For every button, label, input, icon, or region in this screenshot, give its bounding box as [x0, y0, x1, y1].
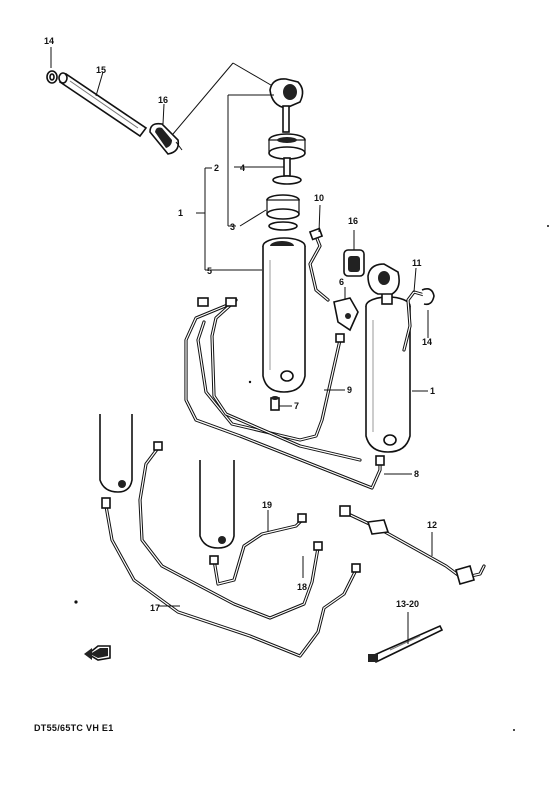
speck	[547, 225, 549, 227]
speck	[74, 600, 78, 604]
leader-15	[95, 71, 104, 97]
part-12-hose	[339, 505, 486, 585]
part-5-cylinder-body	[262, 237, 306, 393]
callout-5: 5	[207, 266, 212, 276]
callout-18: 18	[297, 582, 307, 592]
direction-arrow-icon	[84, 645, 111, 661]
callout-14b: 14	[422, 337, 432, 347]
part-11-pipe-clip	[402, 288, 435, 352]
callout-4: 4	[240, 163, 245, 173]
callout-7: 7	[294, 401, 299, 411]
part-10-pipe	[308, 227, 330, 302]
part-19-pipe	[209, 513, 307, 586]
callout-12: 12	[427, 520, 437, 530]
callout-11: 11	[412, 258, 422, 268]
leader-11	[413, 267, 417, 293]
lower-cylinder-left	[99, 414, 133, 493]
callout-1a: 1	[178, 208, 183, 218]
part-17-pipe	[101, 441, 361, 658]
lower-cylinder-middle	[199, 460, 235, 549]
callout-8: 8	[414, 469, 419, 479]
callout-6: 6	[339, 277, 344, 287]
part-16-bushing-right	[343, 249, 365, 277]
callout-15: 15	[96, 65, 106, 75]
assembly-bracket	[196, 94, 284, 271]
speck	[248, 380, 252, 384]
callout-17: 17	[150, 603, 160, 613]
callout-1b: 1	[430, 386, 435, 396]
leader-10	[318, 204, 321, 233]
callout-16b: 16	[348, 216, 358, 226]
explode-line-b	[232, 62, 277, 89]
callout-9: 9	[347, 385, 352, 395]
part-6-joint	[333, 297, 359, 332]
callout-13-20: 13-20	[396, 599, 419, 609]
diagram-caption: DT55/65TC VH E1	[34, 723, 114, 733]
part-3-piston	[266, 194, 300, 231]
leader-16a	[162, 103, 165, 125]
callout-16a: 16	[158, 95, 168, 105]
callout-14a: 14	[44, 36, 54, 46]
part-8-pipe	[184, 297, 385, 490]
part-4-seal-cap	[268, 133, 306, 185]
cylinder-top-eye	[269, 78, 304, 133]
callout-2: 2	[214, 163, 219, 173]
callout-19: 19	[262, 500, 272, 510]
part-16-bushing-left	[149, 122, 183, 155]
speck	[513, 729, 515, 731]
callout-10: 10	[314, 193, 324, 203]
part-13-20-clip	[368, 624, 444, 664]
cylinder-assembled-right	[365, 263, 411, 453]
part-7-fitting	[270, 396, 280, 411]
part-14-ring	[46, 70, 58, 84]
part-15-rod	[58, 72, 148, 138]
callout-3: 3	[230, 222, 235, 232]
explode-line-a	[172, 62, 234, 135]
